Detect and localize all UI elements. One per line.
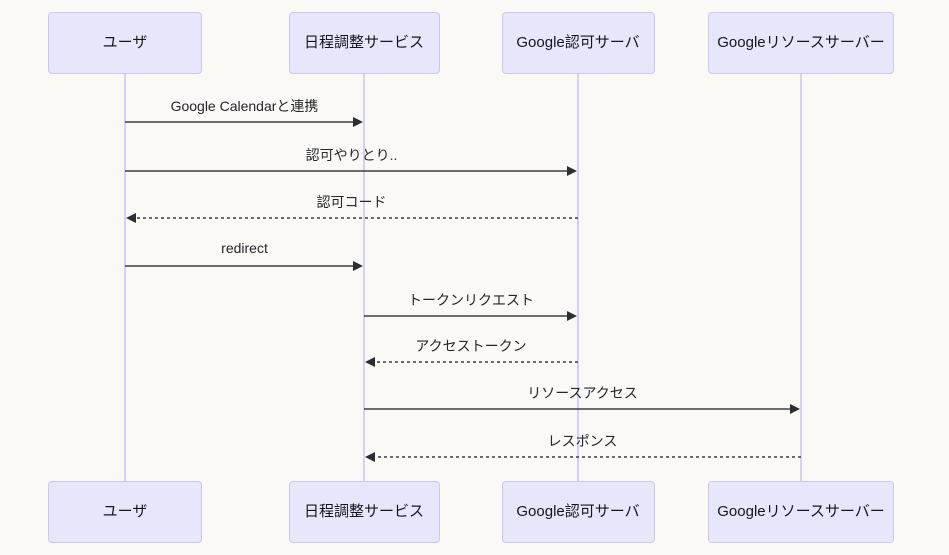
actor-box-top-google-resource[interactable]: Googleリソースサーバー — [708, 12, 894, 74]
message-label-3: 認可コード — [316, 194, 387, 210]
lifeline-google-auth — [577, 74, 579, 481]
actor-box-bottom-user[interactable]: ユーザ — [48, 481, 202, 543]
lifeline-scheduler — [363, 74, 365, 481]
actor-label: 日程調整サービス — [303, 503, 424, 520]
actor-box-top-user[interactable]: ユーザ — [48, 12, 202, 74]
actor-label: Google認可サーバ — [516, 34, 640, 51]
lifeline-user — [124, 74, 126, 481]
arrow-head-icon-8 — [365, 452, 375, 462]
actor-label: Google認可サーバ — [516, 503, 640, 520]
arrow-head-icon-6 — [365, 357, 375, 367]
message-label-7: リソースアクセス — [527, 385, 638, 401]
message-label-6: アクセストークン — [415, 338, 527, 354]
message-label-2: 認可やりとり.. — [305, 147, 398, 163]
arrow-head-icon-3 — [126, 213, 136, 223]
actor-label: 日程調整サービス — [303, 34, 424, 51]
actor-label: Googleリソースサーバー — [717, 503, 885, 520]
actor-box-bottom-scheduler[interactable]: 日程調整サービス — [288, 481, 440, 543]
message-label-1: Google Calendarと連携 — [170, 98, 319, 114]
actor-label: ユーザ — [102, 503, 148, 520]
actor-label: ユーザ — [102, 34, 148, 51]
arrow-head-icon-7 — [790, 404, 800, 414]
message-label-4: redirect — [221, 240, 268, 256]
arrow-head-icon-1 — [353, 117, 363, 127]
arrow-head-icon-4 — [353, 261, 363, 271]
lifeline-google-resource — [800, 74, 802, 481]
message-label-5: トークンリクエスト — [408, 292, 534, 308]
actor-box-top-google-auth[interactable]: Google認可サーバ — [501, 12, 655, 74]
actor-box-bottom-google-resource[interactable]: Googleリソースサーバー — [708, 481, 894, 543]
actor-box-bottom-google-auth[interactable]: Google認可サーバ — [501, 481, 655, 543]
arrow-head-icon-5 — [567, 311, 577, 321]
actor-box-top-scheduler[interactable]: 日程調整サービス — [288, 12, 440, 74]
actor-label: Googleリソースサーバー — [717, 34, 885, 51]
message-label-8: レスポンス — [547, 433, 618, 449]
arrow-head-icon-2 — [567, 166, 577, 176]
